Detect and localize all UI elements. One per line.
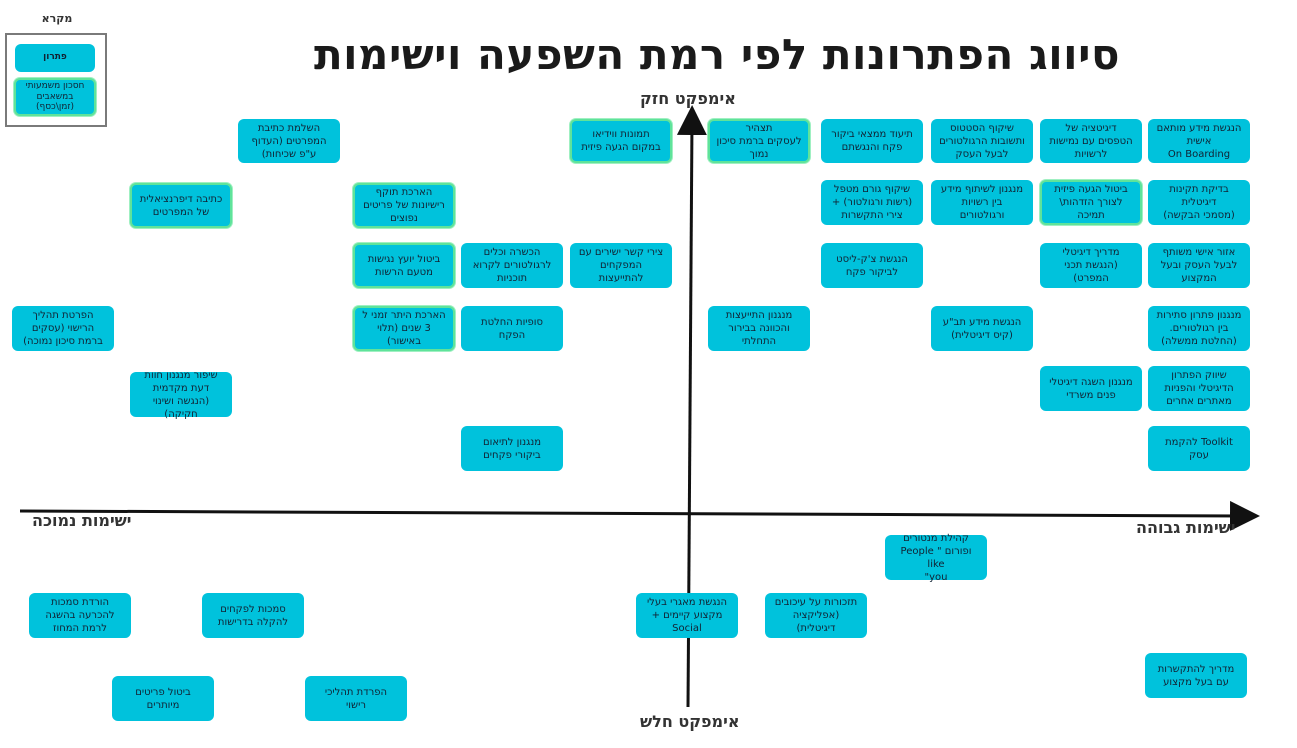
solution-card: הפרטת תהליך הרישוי (עסקים ברמת סיכון נמו…	[12, 306, 114, 351]
solution-card: הנגשת מידע תב"ע (קיס דיגיטלית)	[931, 306, 1033, 351]
solution-card: מדריך דיגיטלי (הנגשת תכני המפרט)	[1040, 243, 1142, 288]
horizontal-axis	[19, 500, 1260, 531]
solution-card: שיפור מנגנון חוות דעת מקדמית (הנגשה ושינ…	[130, 370, 232, 420]
solution-card: הארכת היתר זמני ל 3 שנים (תלוי באישור)	[353, 306, 455, 351]
solution-card: שיקוף גורם מטפל (רשות ורגולטור) + צירי ה…	[821, 180, 923, 225]
axis-left-label: ישימות נמוכה	[32, 511, 132, 530]
legend-solution-swatch: פתרון	[15, 44, 95, 72]
axis-right-label: ישימות גבוהה	[1136, 518, 1236, 537]
solution-card: סופיות החלטת הפקח	[461, 306, 563, 351]
solution-card: הנגשת צ'ק-ליסט לביקור פקח	[821, 243, 923, 288]
legend: פתרון חסכון משמעותי במשאבים (זמן\כסף)	[5, 33, 107, 127]
legend-saving-swatch: חסכון משמעותי במשאבים (זמן\כסף)	[14, 78, 96, 116]
solution-card: שיווק הפתרון הדיגיטלי והפניות מאתרים אחר…	[1148, 366, 1250, 411]
solution-card: הכשרה וכלים לרגולטורים לקרוא תוכניות	[461, 243, 563, 288]
solution-card: ביטול הגעה פיזית לצורך הזדהות\ תמיכה	[1040, 180, 1142, 225]
solution-card: מנגנון פתרון סתירות בין רגולטורים. (החלט…	[1148, 306, 1250, 351]
solution-card: מנגנון התייעצות והכוונה בבירור התחלתי	[708, 306, 810, 351]
axis-bottom-label: אימפקט חלש	[640, 712, 740, 731]
solution-card: תמונות ווידיאו במקום הגעה פיזית	[570, 119, 672, 163]
solution-card: מנגנון לשיתוף מידע בין רשויות ורגולטורים	[931, 180, 1033, 225]
axis-top-label: אימפקט חזק	[640, 89, 736, 108]
solution-card: שיקוף הסטטוס ותשובות הרגולטורים לבעל העס…	[931, 119, 1033, 163]
solution-card: מנגנון השגה דיגיטלי פנים משרדי	[1040, 366, 1142, 411]
solution-card: תזכורות על עיכובים (אפליקציה דיגיטלית)	[765, 593, 867, 638]
legend-title: מקרא	[41, 12, 73, 25]
solution-card: קהילת מנטורים ופורום " People like you"	[885, 533, 987, 583]
solution-card: תצהיר לעסקים ברמת סיכון נמוך	[708, 119, 810, 163]
solution-card: ביטול יועץ נגישות מטעם הרשות	[353, 243, 455, 288]
solution-card: ביטול פריטים מיותרים	[112, 676, 214, 721]
solution-card: תיעוד ממצאי ביקור פקח והנגשתם	[821, 119, 923, 163]
solution-card: בדיקת תקינות דיגיטלית (מסמכי הבקשה)	[1148, 180, 1250, 225]
solution-card: מדריך להתקשרות עם בעל מקצוע	[1145, 653, 1247, 698]
solution-card: כתיבה דיפרנציאלית של המפרטים	[130, 183, 232, 228]
solution-card: השלמת כתיבת המפרטים (העדוף ע"פ שכיחות)	[238, 119, 340, 163]
solution-card: Toolkit להקמת עסק	[1148, 426, 1250, 471]
solution-card: צירי קשר ישירים עם המפקחים להתייעצות	[570, 243, 672, 288]
solution-card: סמכות לפקחים להקלה בדרישות	[202, 593, 304, 638]
solution-card: הפרדת תהליכי רישוי	[305, 676, 407, 721]
solution-card: אזור אישי משותף לבעל העסק ובעל המקצוע	[1148, 243, 1250, 288]
solution-card: הנגשת מאגרי בעלי מקצוע קיימים + Social	[636, 593, 738, 638]
solution-card: הנגשת מידע מותאם אישית On Boarding	[1148, 119, 1250, 163]
solution-card: מנגנון לתיאום ביקורי פקחים	[461, 426, 563, 471]
solution-card: דיגיטציה של הטפסים עם נמישות לרשויות	[1040, 119, 1142, 163]
solution-card: הארכת תוקף רישיונות של פריטים נפוצים	[353, 183, 455, 228]
page-title: סיווג הפתרונות לפי רמת השפעה וישימות	[313, 30, 1120, 79]
solution-card: הורדת סמכות להכרעה בהשגה לרמת המחוז	[29, 593, 131, 638]
